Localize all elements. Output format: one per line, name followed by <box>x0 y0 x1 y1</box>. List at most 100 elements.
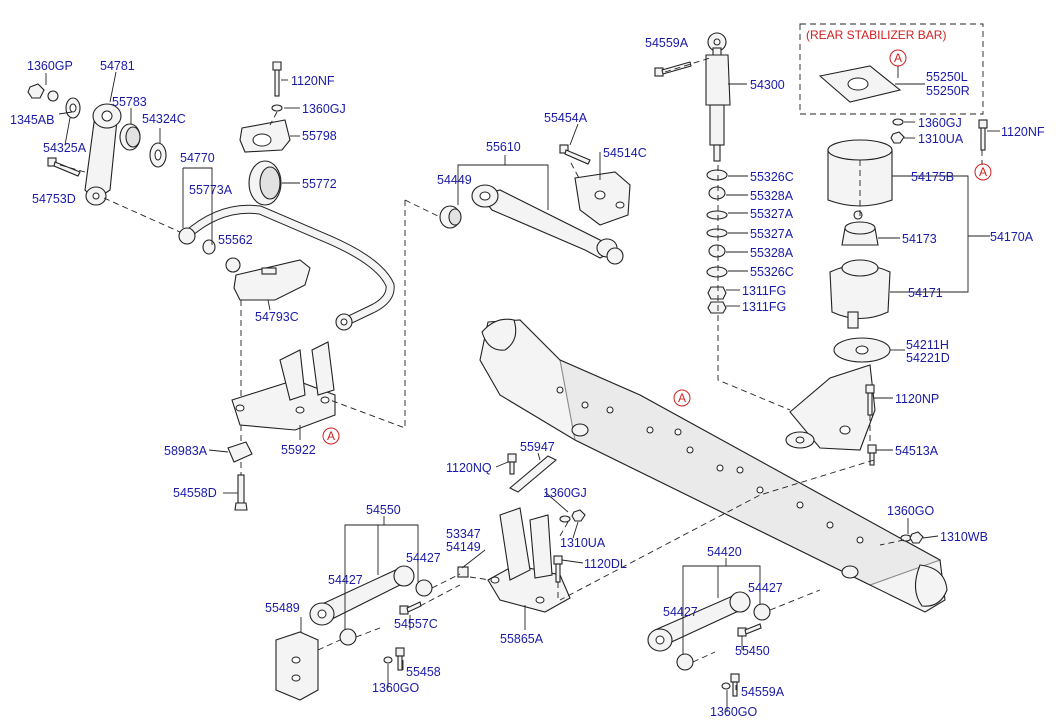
label-54175B: 54175B <box>911 170 954 184</box>
svg-text:A: A <box>979 165 987 179</box>
label-55250L: 55250L <box>926 70 968 84</box>
label-54211H: 54211H <box>906 338 949 352</box>
bolt-55458 <box>395 647 405 671</box>
bracket-55798 <box>239 119 291 153</box>
label-55610: 55610 <box>486 140 521 154</box>
label-54170A: 54170A <box>990 230 1034 244</box>
bracket-54793C <box>233 259 311 301</box>
label-55327A-b: 55327A <box>750 227 794 241</box>
label-53347: 53347 <box>446 527 481 541</box>
ref-marker-a-2: A <box>673 389 691 407</box>
label-55328A-b: 55328A <box>750 246 794 260</box>
label-54781: 54781 <box>100 59 135 73</box>
nut-1360GJ-1310UA <box>890 118 905 144</box>
shock-bushing-stack <box>706 169 728 314</box>
phantom-lines <box>59 57 983 663</box>
bushing-54427-c <box>753 603 771 621</box>
label-54427-c: 54427 <box>748 581 783 595</box>
label-54324C: 54324C <box>142 112 186 126</box>
label-54221D: 54221D <box>906 351 950 365</box>
label-55798: 55798 <box>302 129 337 143</box>
label-1120NQ: 1120NQ <box>446 461 492 475</box>
label-55326C-b: 55326C <box>750 265 794 279</box>
label-55458: 55458 <box>406 665 441 679</box>
label-1310UA-a: 1310UA <box>918 132 964 146</box>
label-1360GJ-a: 1360GJ <box>302 102 346 116</box>
label-1360GJ-c: 1360GJ <box>543 486 587 500</box>
stabilizer-link <box>84 103 122 206</box>
bolt-54558D <box>234 474 248 511</box>
bolt-1120NQ <box>507 453 517 475</box>
upper-arm-55610 <box>471 184 624 265</box>
label-54325A: 54325A <box>43 141 87 155</box>
label-58983A: 58983A <box>164 444 208 458</box>
label-1120NP: 1120NP <box>895 392 939 406</box>
label-54559A-bot: 54559A <box>741 685 785 699</box>
bushing-55772 <box>248 160 282 206</box>
nut-1360GO-c <box>900 531 924 544</box>
bracket-54221D <box>785 364 876 451</box>
label-54427-b: 54427 <box>328 573 363 587</box>
label-54427-a: 54427 <box>406 551 441 565</box>
label-54514C: 54514C <box>603 146 647 160</box>
svg-text:A: A <box>678 391 686 405</box>
label-55773A: 55773A <box>189 183 233 197</box>
bracket-55922 <box>231 341 336 431</box>
air-spring-54171 <box>829 259 891 329</box>
label-54427-d: 54427 <box>663 605 698 619</box>
label-1310UA-b: 1310UA <box>560 536 606 550</box>
bracket-55865A <box>487 507 571 613</box>
nut-1345AB <box>27 83 59 102</box>
label-55865A: 55865A <box>500 632 544 646</box>
ref-marker-a-3: A <box>889 49 907 67</box>
label-55327A-a: 55327A <box>750 207 794 221</box>
label-54449: 54449 <box>437 173 472 187</box>
label-55772: 55772 <box>302 177 337 191</box>
label-1360GO-b: 1360GO <box>710 705 758 719</box>
label-55454A: 55454A <box>544 111 588 125</box>
lower-arm-54550 <box>309 565 415 626</box>
nut-1310UA-b <box>559 509 586 523</box>
bolt-1120NF <box>271 61 283 112</box>
bushing-54427-b <box>339 628 357 646</box>
label-1345AB: 1345AB <box>10 113 54 127</box>
label-55783: 55783 <box>112 95 147 109</box>
ref-marker-a-4: A <box>974 163 992 181</box>
label-55922: 55922 <box>281 443 316 457</box>
label-54420: 54420 <box>707 545 742 559</box>
label-55326C-a: 55326C <box>750 170 794 184</box>
label-54557C: 54557C <box>394 617 438 631</box>
bracket-54514C <box>574 171 631 226</box>
stab-plate-55250 <box>818 65 902 103</box>
rear-axle-beam <box>479 318 948 613</box>
ref-marker-a-1: A <box>322 427 340 445</box>
bushing-54449 <box>439 205 462 229</box>
bolt-54753D <box>47 157 81 177</box>
label-1311FG-a: 1311FG <box>742 284 786 298</box>
label-55489: 55489 <box>265 601 300 615</box>
label-54149: 54149 <box>446 540 481 554</box>
shock-absorber <box>705 32 731 162</box>
label-55947: 55947 <box>520 440 555 454</box>
bolt-55454A <box>559 144 591 165</box>
label-1360GO-c: 1360GO <box>887 504 935 518</box>
label-54173: 54173 <box>902 232 937 246</box>
label-1120NF-b: 1120NF <box>1001 125 1045 139</box>
label-1360GO-a: 1360GO <box>372 681 420 695</box>
nut-1360GO-a <box>383 656 393 664</box>
label-1310WB: 1310WB <box>940 530 988 544</box>
bolt-54559A <box>654 61 692 77</box>
washer-54324C <box>149 142 167 168</box>
label-1120DL: 1120DL <box>584 557 627 571</box>
bolt-54559A-b <box>730 673 740 697</box>
svg-text:A: A <box>327 429 335 443</box>
label-54558D: 54558D <box>173 486 217 500</box>
label-1360GP: 1360GP <box>27 59 73 73</box>
bushing-55783 <box>119 123 141 151</box>
bumper-54173 <box>841 210 879 246</box>
bolt-55450 <box>737 623 762 637</box>
stabilizer-bar <box>178 204 395 331</box>
label-54550: 54550 <box>366 503 401 517</box>
